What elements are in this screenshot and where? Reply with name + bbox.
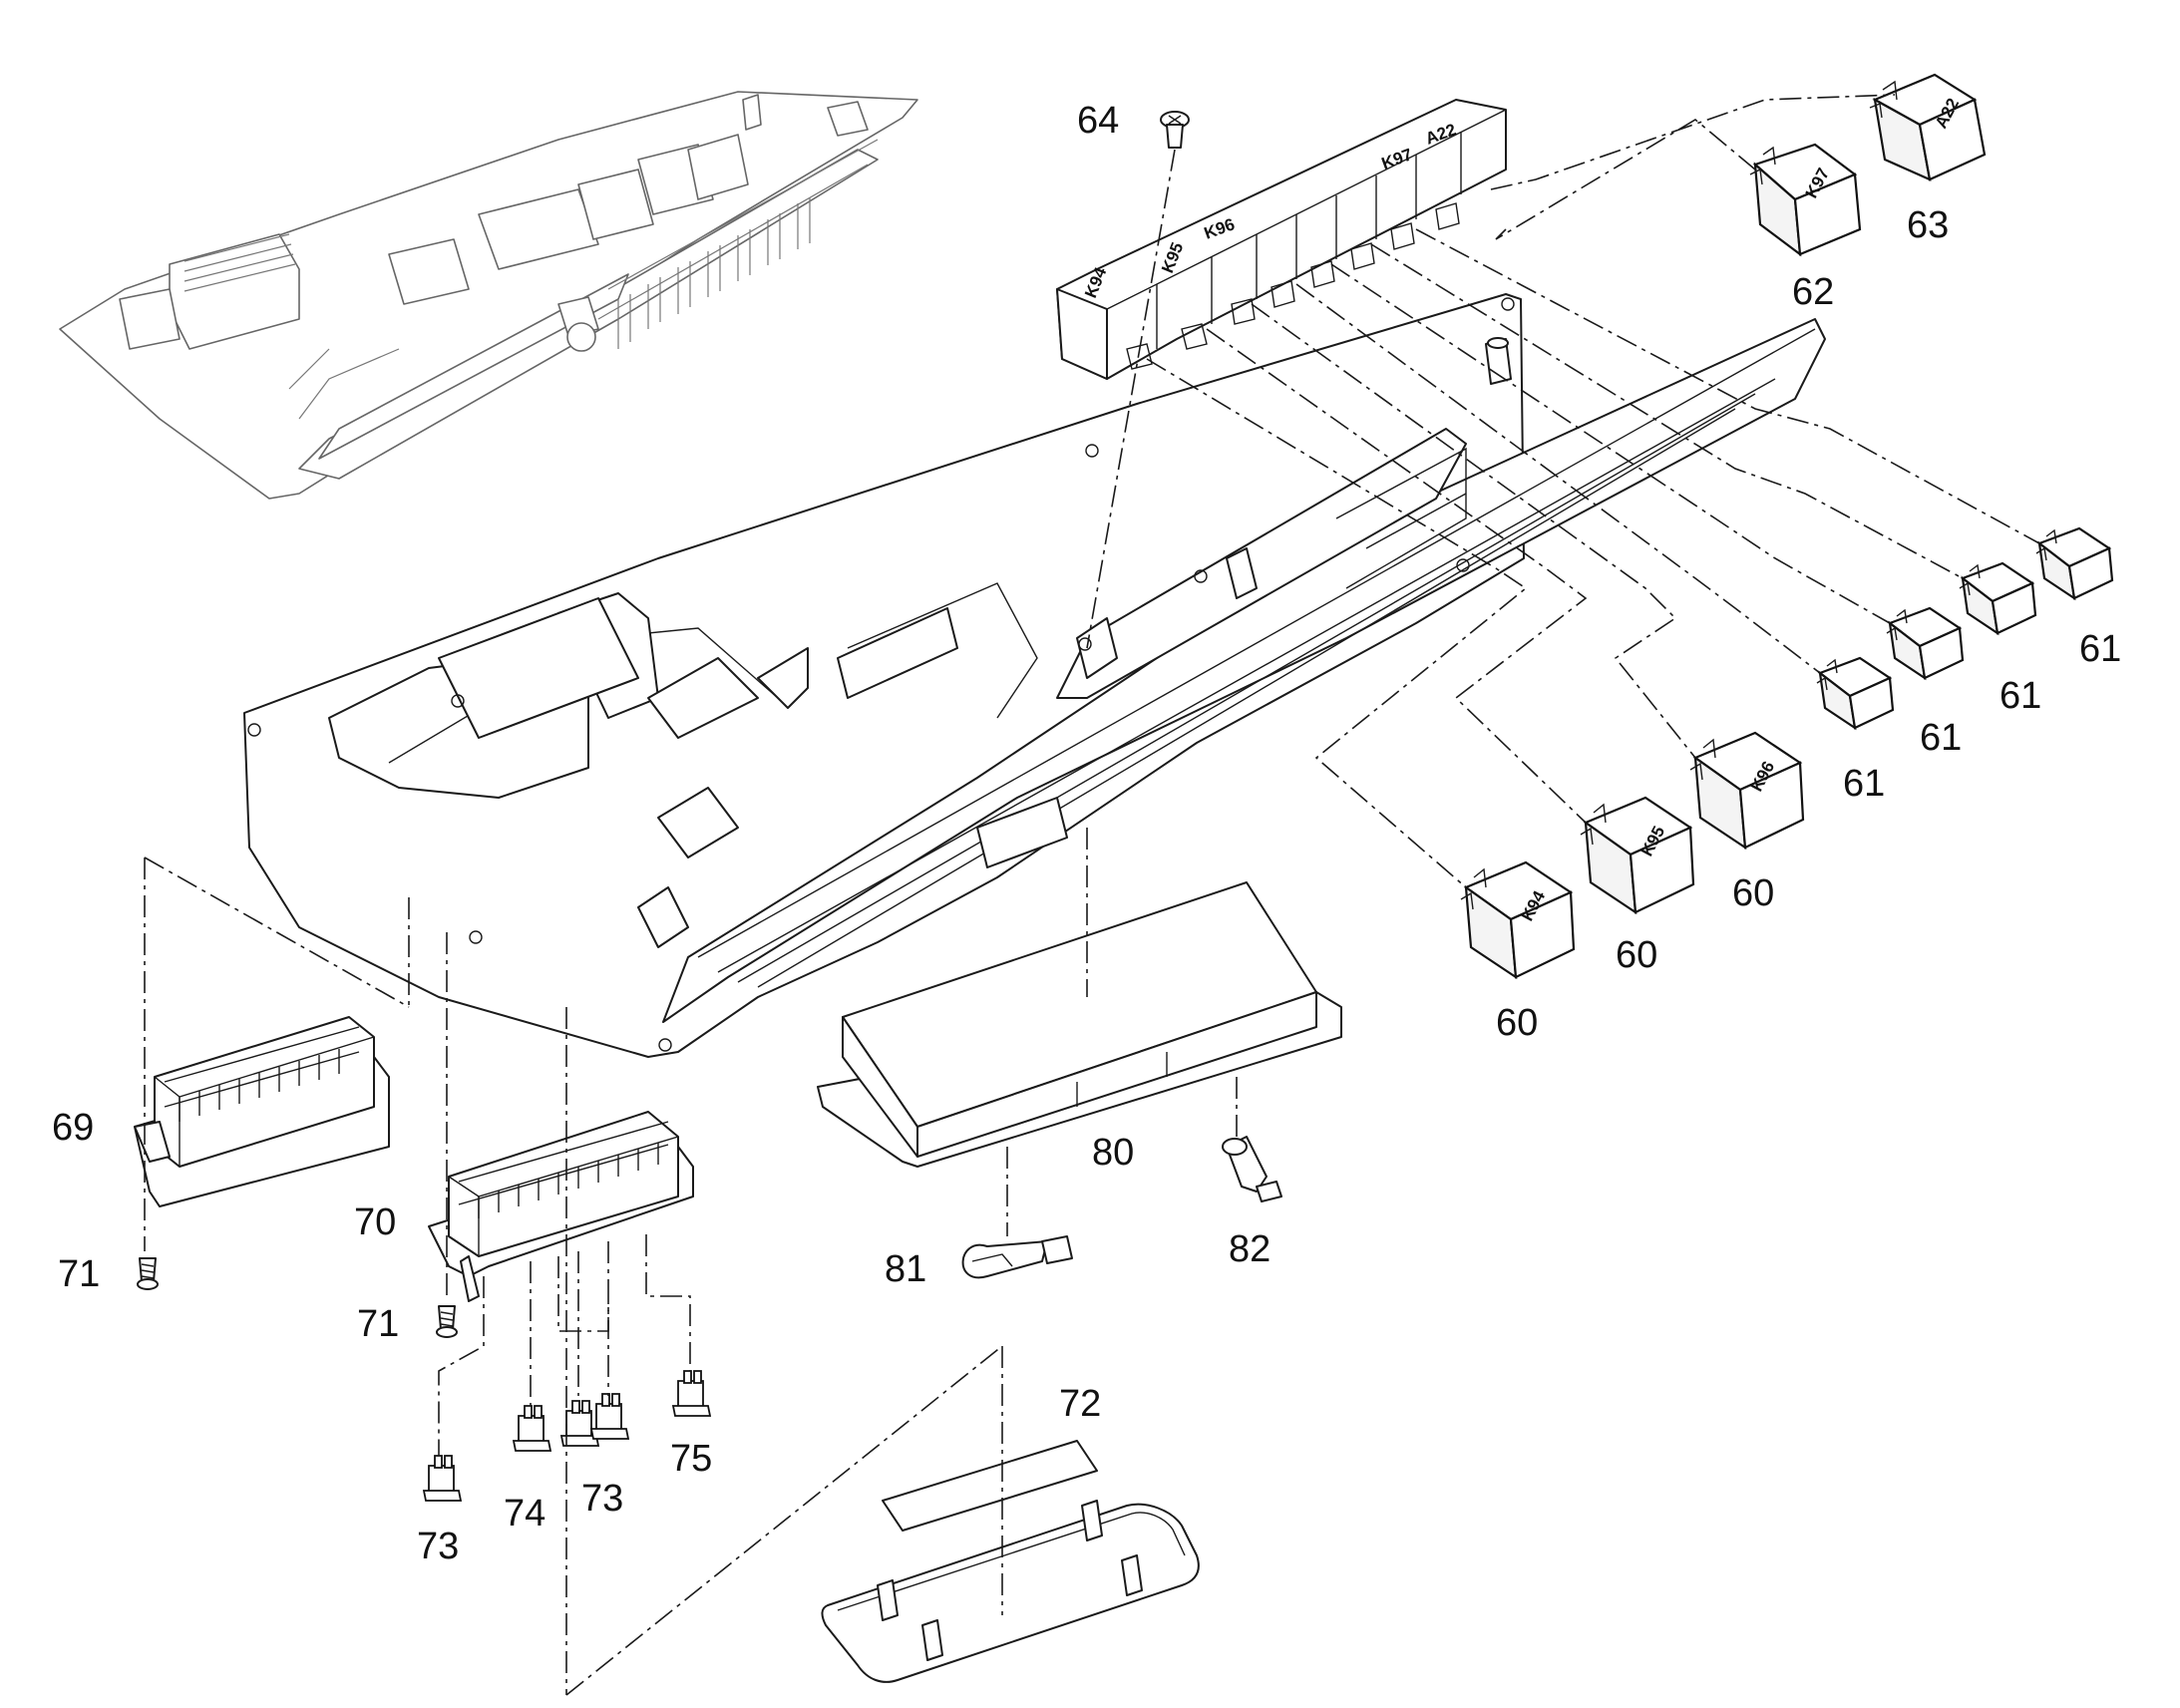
callout-82: 82: [1229, 1228, 1271, 1270]
callout-69: 69: [52, 1107, 94, 1149]
relay-62: K97: [1749, 143, 1862, 257]
callout-73-left: 73: [417, 1526, 459, 1567]
callout-61-d: 61: [2079, 628, 2121, 670]
relay-61-d: [2035, 526, 2114, 601]
relay-60-a: K94: [1460, 860, 1576, 980]
callout-60-a: 60: [1496, 1002, 1538, 1044]
bulb-82: [1222, 1136, 1282, 1202]
relay-63: A22: [1869, 73, 1987, 181]
relay-61-c: [1959, 561, 2037, 636]
callout-80: 80: [1092, 1132, 1134, 1174]
callout-70: 70: [354, 1201, 396, 1243]
relay-block: K94 K95 K96 K97 A22: [1056, 99, 1507, 380]
overview-assembly: [59, 91, 918, 500]
callout-64: 64: [1077, 100, 1119, 142]
screw-64: [1160, 111, 1190, 149]
connector-70: [428, 1111, 694, 1302]
leader-lines: [144, 94, 2040, 1696]
cover-72: [821, 1500, 1200, 1683]
pin-74: [512, 1405, 552, 1452]
pin-73-center: [559, 1393, 630, 1447]
screw-71-left: [137, 1257, 159, 1290]
callout-61-b: 61: [1920, 717, 1962, 759]
callout-60-b: 60: [1616, 934, 1657, 976]
callout-71-left: 71: [58, 1253, 100, 1295]
lamp-housing-80: [817, 881, 1342, 1168]
base-plate: [243, 293, 1826, 1058]
callout-71-center: 71: [357, 1303, 399, 1345]
pin-75: [671, 1370, 712, 1417]
connector-69: [134, 1016, 390, 1207]
callout-75: 75: [670, 1438, 712, 1480]
callout-63: 63: [1907, 204, 1949, 246]
callout-61-a: 61: [1843, 763, 1885, 805]
callout-60-c: 60: [1732, 872, 1774, 914]
relay-60-c: K96: [1689, 731, 1805, 851]
relay-61-b: [1886, 606, 1965, 681]
callout-61-c: 61: [1999, 675, 2041, 717]
callout-73-center: 73: [581, 1478, 623, 1520]
callout-62: 62: [1792, 271, 1834, 313]
callouts: 63 62 64 61 61 61 61 60 60 60 69 70 71 7…: [52, 100, 2121, 1567]
relay-61-a: [1816, 656, 1895, 731]
callout-74: 74: [504, 1493, 545, 1535]
callout-81: 81: [885, 1248, 926, 1290]
pin-73-left: [422, 1455, 463, 1502]
label-strip-72: [882, 1440, 1098, 1532]
screw-71-center: [436, 1305, 458, 1338]
bulb-81: [961, 1235, 1073, 1279]
callout-72: 72: [1059, 1383, 1101, 1425]
relay-60-b: K95: [1580, 796, 1695, 915]
